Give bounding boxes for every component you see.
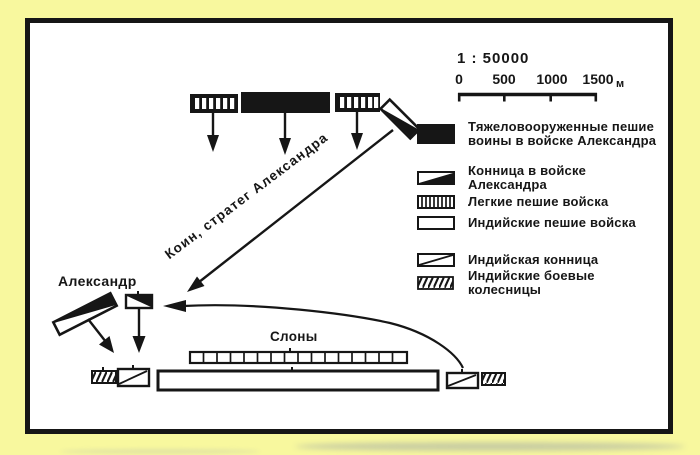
indian-cavalry-sweep-curve bbox=[182, 304, 464, 369]
legend-item-alexander-cavalry: Конница в войске Александра bbox=[417, 163, 667, 192]
scale-tick-0: 0 bbox=[455, 71, 463, 87]
legend-item-indian-cavalry: Индийская конница bbox=[417, 249, 598, 271]
unit-indian-chariots-right bbox=[481, 372, 506, 386]
elephants-label: Слоны bbox=[270, 329, 318, 344]
legend-label: Индийские боевые колесницы bbox=[468, 268, 595, 297]
legend-item-heavy-infantry: Тяжеловооруженные пешие воины в войске А… bbox=[417, 119, 665, 149]
legend-label: Тяжеловооруженные пешие воины в войске А… bbox=[468, 119, 657, 148]
scale-tick-1500: 1500 bbox=[582, 71, 614, 87]
alexander-cavalry-left-arrow-line bbox=[87, 318, 107, 343]
legend-label: Конница в войске Александра bbox=[468, 163, 587, 192]
coenus-arrowhead bbox=[187, 276, 205, 292]
unit-indian-cavalry-left bbox=[116, 365, 151, 388]
scale-tick-1000: 1000 bbox=[536, 71, 568, 87]
light-infantry-swatch bbox=[417, 195, 455, 209]
unit-alexander-cavalry-left bbox=[51, 291, 119, 337]
unit-coenus-cavalry bbox=[378, 97, 422, 141]
unit-light-infantry-left bbox=[190, 94, 238, 113]
advance-arrowheads bbox=[207, 133, 363, 155]
scale-tick-500: 500 bbox=[492, 71, 516, 87]
scale-bar bbox=[457, 92, 598, 102]
unit-alexander-cavalry-center bbox=[124, 291, 154, 310]
legend-label: Индийская конница bbox=[468, 252, 599, 267]
unit-indian-cavalry-right bbox=[445, 369, 480, 390]
indian-cavalry-swatch bbox=[417, 253, 455, 267]
indian-infantry-swatch bbox=[417, 216, 455, 230]
unit-indian-infantry-line bbox=[156, 367, 440, 392]
legend-item-indian-chariots: Индийские боевые колесницы bbox=[417, 268, 667, 297]
heavy-infantry-alexander-swatch bbox=[417, 124, 455, 144]
alexander-cavalry-center-arrowhead bbox=[132, 336, 146, 353]
unit-light-infantry-right bbox=[335, 93, 380, 112]
scale-unit-label: м bbox=[616, 78, 625, 90]
coenus-arrow-line bbox=[193, 129, 394, 287]
alexander-cavalry-left-arrowhead bbox=[99, 336, 114, 353]
unit-indian-chariots-left bbox=[91, 367, 117, 384]
legend-label: Индийские пешие войска bbox=[468, 215, 636, 230]
advance-arrows bbox=[211, 112, 359, 140]
legend-label: Легкие пешие войска bbox=[468, 194, 609, 209]
battle-diagram bbox=[51, 92, 598, 392]
indian-chariots-swatch bbox=[417, 276, 454, 290]
unit-elephants-row bbox=[188, 348, 409, 365]
scan-smudge bbox=[295, 442, 685, 451]
legend-item-light-infantry: Легкие пешие войска bbox=[417, 191, 608, 213]
alexander-cavalry-swatch bbox=[417, 171, 455, 185]
legend-item-indian-infantry: Индийские пешие войска bbox=[417, 212, 636, 234]
scan-smudge-left bbox=[60, 449, 260, 454]
indian-cavalry-sweep-arrowhead bbox=[163, 300, 186, 312]
map-frame: 1 : 50000 0 500 1000 1500 м Александр Сл… bbox=[25, 18, 673, 434]
scale-ratio-label: 1 : 50000 bbox=[457, 50, 530, 67]
map-area: 1 : 50000 0 500 1000 1500 м Александр Сл… bbox=[30, 23, 668, 429]
unit-heavy-infantry-alexander bbox=[241, 92, 330, 113]
alexander-label: Александр bbox=[58, 273, 137, 289]
